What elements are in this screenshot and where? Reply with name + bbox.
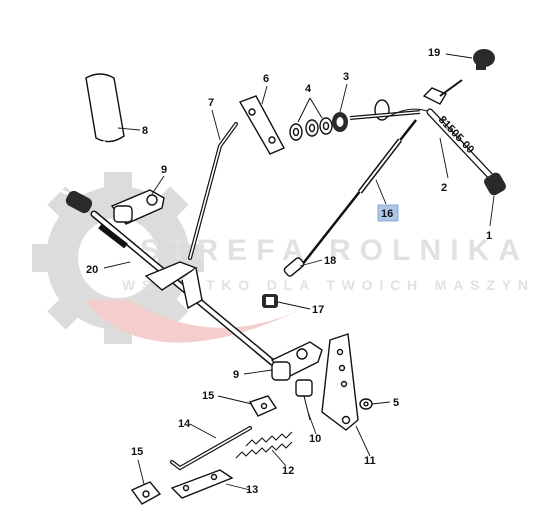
swoosh-icon [84, 300, 300, 343]
callout-8[interactable]: 8 [142, 125, 148, 137]
part-18-end-fitting [283, 257, 305, 277]
part-1-grip [484, 172, 506, 196]
callout-9-upper[interactable]: 9 [161, 164, 167, 176]
callout-1[interactable]: 1 [486, 230, 492, 242]
part-8-handle [50, 73, 125, 214]
callout-13[interactable]: 13 [246, 484, 258, 496]
watermark: STREFA ROLNIKA WSZYSTKO DLA TWOICH MASZY… [32, 172, 528, 344]
part-6-plate [238, 95, 285, 155]
part-10-bushing [295, 379, 313, 421]
callout-19[interactable]: 19 [428, 47, 440, 59]
callout-3[interactable]: 3 [343, 71, 349, 83]
callout-7[interactable]: 7 [208, 97, 214, 109]
callout-20[interactable]: 20 [86, 264, 98, 276]
part-17-clamp [262, 294, 278, 308]
part-16-cable [297, 119, 417, 271]
watermark-title: STREFA ROLNIKA [140, 234, 520, 267]
part-7-rod [188, 122, 238, 260]
part-19-knob [473, 49, 495, 70]
part-9-lower-clamp [270, 341, 323, 381]
highlight-box [377, 204, 399, 222]
callout-16[interactable]: 16 [381, 208, 393, 220]
callout-4[interactable]: 4 [305, 83, 312, 95]
callout-14[interactable]: 14 [178, 418, 191, 430]
leader-lines [103, 53, 495, 491]
part-stamp: 81505-00 [436, 114, 476, 156]
part-12-springs [235, 431, 293, 459]
part-13-plate [170, 469, 234, 499]
callout-labels: 19 6 4 3 7 8 9 2 16 1 20 18 17 9 5 15 14… [86, 47, 492, 496]
part-15-upper-clip [248, 395, 278, 417]
callout-5[interactable]: 5 [393, 397, 399, 409]
callout-6[interactable]: 6 [263, 73, 269, 85]
part-5-washer [359, 398, 373, 410]
callout-10[interactable]: 10 [309, 433, 321, 445]
shaft-bracket [144, 261, 203, 310]
part-3-nut [332, 112, 348, 132]
part-9-upper-clamp [110, 189, 165, 225]
callout-2[interactable]: 2 [441, 182, 447, 194]
part-15-lower-clip [130, 481, 162, 505]
callout-17[interactable]: 17 [312, 304, 324, 316]
callout-15-lower[interactable]: 15 [131, 446, 143, 458]
cable-fitting [349, 79, 463, 121]
part-11-bracket [321, 333, 359, 431]
callout-9-lower[interactable]: 9 [233, 369, 239, 381]
part-4-washers [289, 97, 333, 141]
part-2-lever: 81505-00 [426, 108, 498, 184]
callout-15-upper[interactable]: 15 [202, 390, 214, 402]
callout-12[interactable]: 12 [282, 465, 294, 477]
callout-18[interactable]: 18 [324, 255, 336, 267]
callout-11[interactable]: 11 [364, 455, 376, 467]
part-14-rod [170, 426, 252, 471]
